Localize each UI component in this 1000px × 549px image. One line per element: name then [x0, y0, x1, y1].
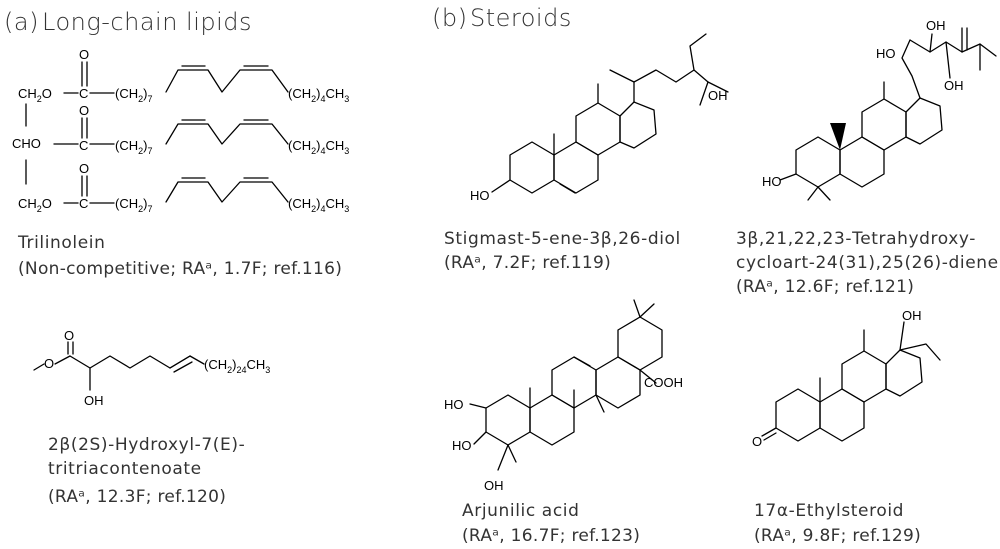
atom-c-1: C — [79, 86, 88, 101]
atom-o-1: O — [79, 47, 89, 62]
trilinolein-structure: CH2O CHO CH2O C O (CH2)7 (CH2)4CH3 C O (… — [12, 47, 349, 214]
atom-ho: HO — [470, 188, 490, 203]
atom-cooh: COOH — [644, 375, 683, 390]
atom-ch2o-1: CH2O — [18, 86, 52, 104]
atom-o-3: O — [79, 161, 89, 176]
atom-oh: OH — [84, 393, 104, 408]
panel-a-header: (a) Long-chain lipids — [4, 8, 252, 36]
atom-chain-3: (CH2)7 — [115, 196, 152, 214]
tetrahydroxycycloartadiene-structure: HO OH OH HO — [762, 18, 997, 201]
atom-ho1: HO — [444, 397, 464, 412]
atom-tail: (CH2)24CH3 — [204, 357, 270, 375]
atom-o: O — [752, 434, 762, 449]
atom-tail-2: (CH2)4CH3 — [288, 138, 349, 156]
stigmastenediol-structure: OH HO — [470, 33, 729, 203]
stigmastenediol-info: (RAᵃ, 7.2F; ref.119) — [444, 253, 611, 273]
atom-ho2: HO — [452, 438, 472, 453]
atom-chain-2: (CH2)7 — [115, 138, 152, 156]
hydroxyl-tritriacontenoate-structure: O O OH (CH2)24CH3 — [33, 328, 270, 408]
atom-c-2: C — [79, 138, 88, 153]
panel-b-label: (b) — [432, 4, 467, 32]
tetrahydroxycycloartadiene-name-line1: 3β,21,22,23-Tetrahydroxy- — [736, 229, 976, 249]
atom-c-3: C — [79, 196, 88, 211]
atom-oh: OH — [484, 478, 504, 493]
hydroxyl-tritriacontenoate-info: (RAᵃ, 12.3F; ref.120) — [48, 487, 226, 507]
panel-b-header: (b) Steroids — [432, 4, 572, 32]
atom-tail-3: (CH2)4CH3 — [288, 196, 349, 214]
arjunilic-acid-name: Arjunilic acid — [462, 501, 580, 521]
hydroxyl-tritriacontenoate-name-line2: tritriacontenoate — [48, 459, 202, 479]
panel-a-title: Long-chain lipids — [42, 8, 252, 36]
atom-ho2: HO — [876, 46, 896, 61]
atom-cho: CHO — [12, 136, 41, 151]
ethylsteroid-name: 17α-Ethylsteroid — [754, 501, 904, 521]
atom-oh1: OH — [926, 18, 946, 33]
tetrahydroxycycloartadiene-name-line2: cycloart-24(31),25(26)-diene — [736, 253, 999, 273]
atom-oh: OH — [708, 88, 728, 103]
atom-ch2o-3: CH2O — [18, 196, 52, 214]
atom-ho: HO — [762, 174, 782, 189]
trilinolein-info: (Non-competitive; RAᵃ, 1.7F; ref.116) — [18, 259, 342, 279]
atom-o-carbonyl: O — [64, 328, 74, 343]
ethylsteroid-info: (RAᵃ, 9.8F; ref.129) — [754, 526, 921, 546]
stigmastenediol-name: Stigmast-5-ene-3β,26-diol — [444, 229, 681, 249]
atom-tail-1: (CH2)4CH3 — [288, 86, 349, 104]
panel-a-label: (a) — [4, 8, 39, 36]
atom-oh: OH — [902, 308, 922, 323]
atom-oh2: OH — [944, 78, 964, 93]
hydroxyl-tritriacontenoate-name-line1: 2β(2S)-Hydroxyl-7(E)- — [48, 435, 245, 455]
atom-chain-1: (CH2)7 — [115, 86, 152, 104]
ethylsteroid-structure: OH O — [752, 308, 941, 449]
arjunilic-acid-structure: COOH HO HO OH — [444, 299, 683, 493]
atom-o-ether: O — [44, 356, 54, 371]
tetrahydroxycycloartadiene-info: (RAᵃ, 12.6F; ref.121) — [736, 277, 914, 297]
arjunilic-acid-info: (RAᵃ, 16.7F; ref.123) — [462, 526, 640, 546]
atom-o-2: O — [79, 103, 89, 118]
panel-b-title: Steroids — [470, 4, 572, 32]
trilinolein-name: Trilinolein — [17, 233, 106, 253]
